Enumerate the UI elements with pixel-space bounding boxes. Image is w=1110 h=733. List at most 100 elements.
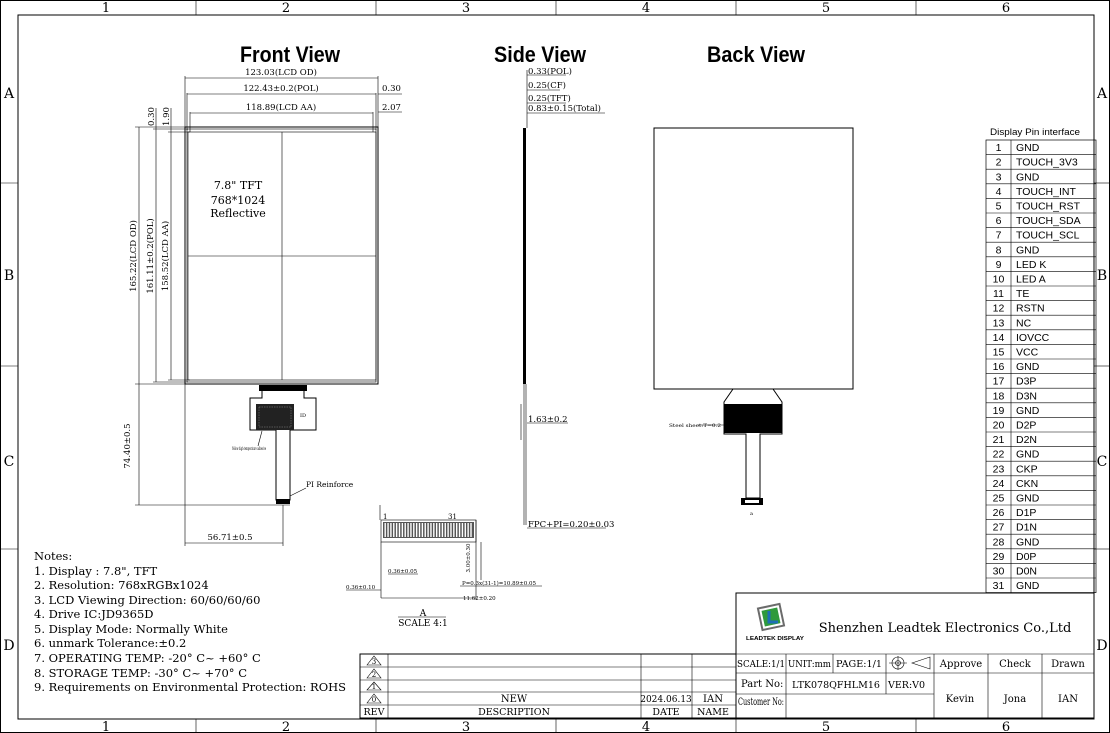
back-view: Steel sheet:T=0.2 a [653, 127, 854, 517]
connector-pin [470, 523, 472, 537]
panel-label-type: Reflective [210, 207, 265, 220]
connector-pin [441, 523, 444, 537]
pin-name: IOVCC [1016, 332, 1050, 344]
pin-name: GND [1016, 142, 1040, 154]
dim-right-030: 0.30 [382, 84, 401, 94]
fpc-bond-strip [259, 385, 307, 391]
col-label-5-bottom: 5 [822, 720, 830, 733]
pin-table-title: Display Pin interface [990, 127, 1080, 137]
pin-number: 12 [993, 303, 1005, 315]
notes-heading: Notes: [34, 549, 72, 563]
tb-version: VER:V0 [887, 680, 925, 691]
pin-number: 23 [993, 463, 1005, 475]
pin-number: 15 [993, 347, 1005, 359]
pin-number: 2 [996, 157, 1002, 169]
tb-drawn: Drawn [1051, 659, 1085, 670]
pin-number: 24 [993, 478, 1005, 490]
leadtek-logo: LEADTEK DISPLAY [746, 602, 804, 642]
pin-number: 6 [996, 215, 1002, 227]
row-label-c-right: C [1097, 454, 1108, 470]
note-1: 1. Display : 7.8", TFT [34, 564, 158, 578]
pin-name: NC [1016, 317, 1032, 329]
pin-name: TOUCH_RST [1016, 201, 1081, 213]
side-dim-fpc: 1.63±0.2 [528, 415, 568, 425]
rev-header-desc: DESCRIPTION [478, 707, 550, 718]
dim-top-190: 1.90 [162, 107, 172, 126]
tb-scale: SCALE:1/1 [737, 660, 785, 670]
connector-pin [447, 523, 449, 537]
pin-number: 9 [996, 259, 1002, 271]
row-label-b: B [4, 268, 14, 284]
connector-pin [407, 523, 409, 537]
pin-name: GND [1016, 580, 1040, 592]
pin-name: RSTN [1016, 303, 1045, 315]
tb-approver: Kevin [946, 694, 975, 705]
connector-pin [410, 523, 412, 537]
pin-name: D1N [1016, 522, 1037, 534]
front-view-title: Front View [240, 42, 341, 67]
connector-pin [444, 523, 446, 537]
pin-name: GND [1016, 171, 1040, 183]
logo-text: LEADTEK DISPLAY [746, 636, 804, 642]
pin-number: 22 [993, 449, 1005, 461]
pin-name: TOUCH_SDA [1016, 215, 1081, 227]
connector-pin [433, 523, 435, 537]
connector-detail: 1 31 3.00±0.30 0.36±0.05 0.36±0.10 P=0.3… [346, 505, 542, 629]
side-view: 0.33(POL) 0.25(CF) 0.25(TFT) 0.83±0.15(T… [520, 66, 614, 530]
note-6: 6. unmark Tolerance:±0.2 [34, 636, 186, 650]
tb-customer-label: Customer No: [738, 697, 784, 708]
pin-number: 5 [996, 201, 1002, 213]
pin-name: GND [1016, 493, 1040, 505]
connector-pin [404, 523, 406, 537]
connector-pin [395, 523, 398, 537]
pin-name: GND [1016, 244, 1040, 256]
note-9: 9. Requirements on Environmental Protect… [34, 680, 346, 694]
adhesive-note: Yellow high-temperature adhesive [232, 447, 267, 452]
row-label-b-right: B [1097, 268, 1107, 284]
side-dim-cf: 0.25(CF) [528, 80, 566, 91]
dim-aa-height: 158.52(LCD AA) [160, 221, 171, 291]
tb-check: Check [999, 659, 1032, 670]
pin-number: 8 [996, 244, 1002, 256]
dim-od-width: 123.03(LCD OD) [245, 67, 317, 78]
row-label-a: A [3, 86, 15, 102]
connector-pin [401, 523, 404, 537]
pin-number: 28 [993, 536, 1005, 548]
pin-number: 19 [993, 405, 1005, 417]
pin-number: 31 [993, 580, 1005, 592]
pin-number: 1 [996, 142, 1002, 154]
dim-pol-height: 161.11±0.2(POL) [145, 218, 156, 293]
rev-name: IAN [703, 694, 723, 705]
pin-number: 14 [993, 332, 1005, 344]
side-dim-pol: 0.33(POL) [528, 66, 572, 77]
connector-pin [413, 523, 415, 537]
col-label-2: 2 [282, 1, 290, 16]
pin-number: 20 [993, 420, 1005, 432]
tb-drawer: IAN [1058, 694, 1078, 705]
pin-name: CKP [1016, 463, 1038, 475]
col-label-4-bottom: 4 [642, 720, 650, 733]
connector-pin [450, 523, 452, 537]
pin-number: 30 [993, 566, 1005, 578]
pin-name: D3P [1016, 376, 1036, 388]
pin-name: LED K [1016, 259, 1046, 271]
back-view-title: Back View [707, 42, 806, 67]
side-dim-fpc-pi: FPC+PI=0.20±0.03 [528, 520, 614, 530]
pin-name: TOUCH_SCL [1016, 230, 1080, 242]
side-view-title: Side View [494, 42, 587, 67]
pin-name: VCC [1016, 347, 1039, 359]
pin-number: 29 [993, 551, 1005, 563]
col-label-6-bottom: 6 [1002, 720, 1010, 733]
tb-checker: Jona [1003, 694, 1026, 705]
row-label-d: D [3, 638, 14, 654]
note-3: 3. LCD Viewing Direction: 60/60/60/60 [34, 593, 260, 607]
detail-width: 11.62±0.20 [463, 596, 496, 602]
connector-pin [390, 523, 392, 537]
rev-mark-3: 3 [372, 658, 376, 666]
pin-name: GND [1016, 361, 1040, 373]
pin-number: 16 [993, 361, 1005, 373]
dim-fpc-height: 74.40±0.5 [123, 424, 133, 469]
pin-name: D3N [1016, 390, 1037, 402]
